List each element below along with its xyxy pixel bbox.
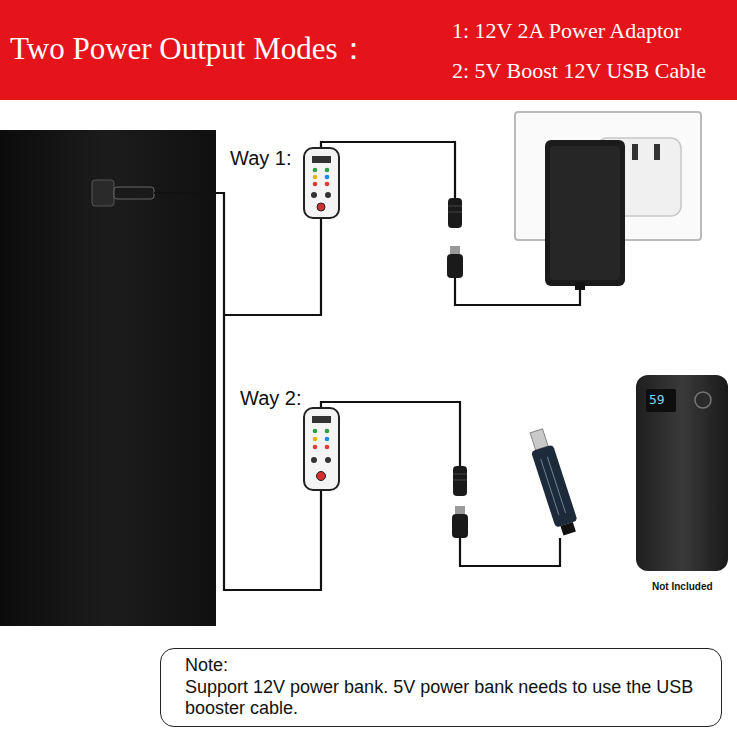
controller-part [317, 203, 325, 211]
way-label: Way 2: [240, 386, 302, 410]
controller [304, 148, 339, 218]
cable-part [321, 402, 460, 468]
dc-connector-part [455, 506, 465, 514]
display-number: 59 [649, 392, 665, 408]
note-box: Note:Support 12V power bank. 5V power ba… [160, 648, 722, 727]
note-text: Support 12V power bank. 5V power bank ne… [185, 677, 707, 720]
controller-part [312, 156, 331, 163]
controller-part [325, 429, 330, 434]
power-adapter-part [550, 146, 620, 280]
controller-part [313, 182, 318, 187]
dc-connector [452, 466, 468, 538]
usb-booster-part [547, 457, 565, 513]
power-adapter [545, 140, 625, 290]
dc-connector-part [447, 254, 463, 278]
controller-part [325, 175, 330, 180]
cable-part [154, 193, 321, 590]
power-bank [636, 375, 728, 571]
dc-connector [447, 198, 463, 278]
controller-part [313, 445, 318, 450]
power-adapter-part [575, 282, 585, 290]
controller-part [313, 168, 318, 173]
power-adapter-part [545, 140, 625, 286]
heat-mat-part [114, 187, 154, 199]
dc-connector-part [448, 198, 462, 228]
dc-connector-part [453, 480, 467, 481]
controller-part [304, 408, 339, 490]
cable-part [321, 142, 455, 200]
wall-outlet-part [632, 144, 638, 160]
note-label: Not Included [652, 581, 713, 593]
heat-mat-part [92, 180, 114, 206]
title: Two Power Output Modes： [10, 30, 369, 67]
controller-part [325, 168, 330, 173]
controller-part [313, 429, 318, 434]
controller-part [325, 457, 331, 463]
usb-booster-part [530, 429, 548, 450]
power-bank-part [695, 392, 711, 408]
heat-mat [0, 130, 216, 626]
usb-booster-part [531, 444, 578, 527]
controller-part [317, 472, 326, 481]
way-label: Way 1: [230, 146, 292, 170]
controller-part [311, 192, 317, 198]
controller-part [325, 437, 330, 442]
dc-connector-part [453, 466, 467, 496]
controller-part [313, 437, 318, 442]
dc-connector-part [448, 212, 462, 213]
power-bank-part [646, 389, 676, 412]
controller-part [311, 457, 317, 463]
power-bank-part [636, 375, 728, 571]
dc-connector-part [450, 246, 460, 254]
banner-line: 1: 12V 2A Power Adaptor [452, 18, 681, 44]
controller [304, 408, 339, 490]
controller-part [304, 148, 339, 218]
dc-connector-part [452, 514, 468, 538]
usb-booster-part [541, 459, 559, 515]
cable-part [224, 218, 321, 315]
controller-part [325, 182, 330, 187]
dc-connector-part [448, 206, 462, 207]
dc-connector-part [453, 474, 467, 475]
usb-booster-part [560, 522, 575, 536]
controller-part [313, 175, 318, 180]
controller-part [325, 445, 330, 450]
controller-part [312, 416, 331, 423]
heat-mat-part [0, 130, 216, 626]
cable-part [460, 538, 560, 566]
controller-part [325, 192, 331, 198]
note-heading: Note: [185, 655, 707, 677]
wall-outlet-part [654, 144, 660, 160]
usb-booster [525, 427, 580, 537]
banner-line: 2: 5V Boost 12V USB Cable [452, 58, 706, 84]
